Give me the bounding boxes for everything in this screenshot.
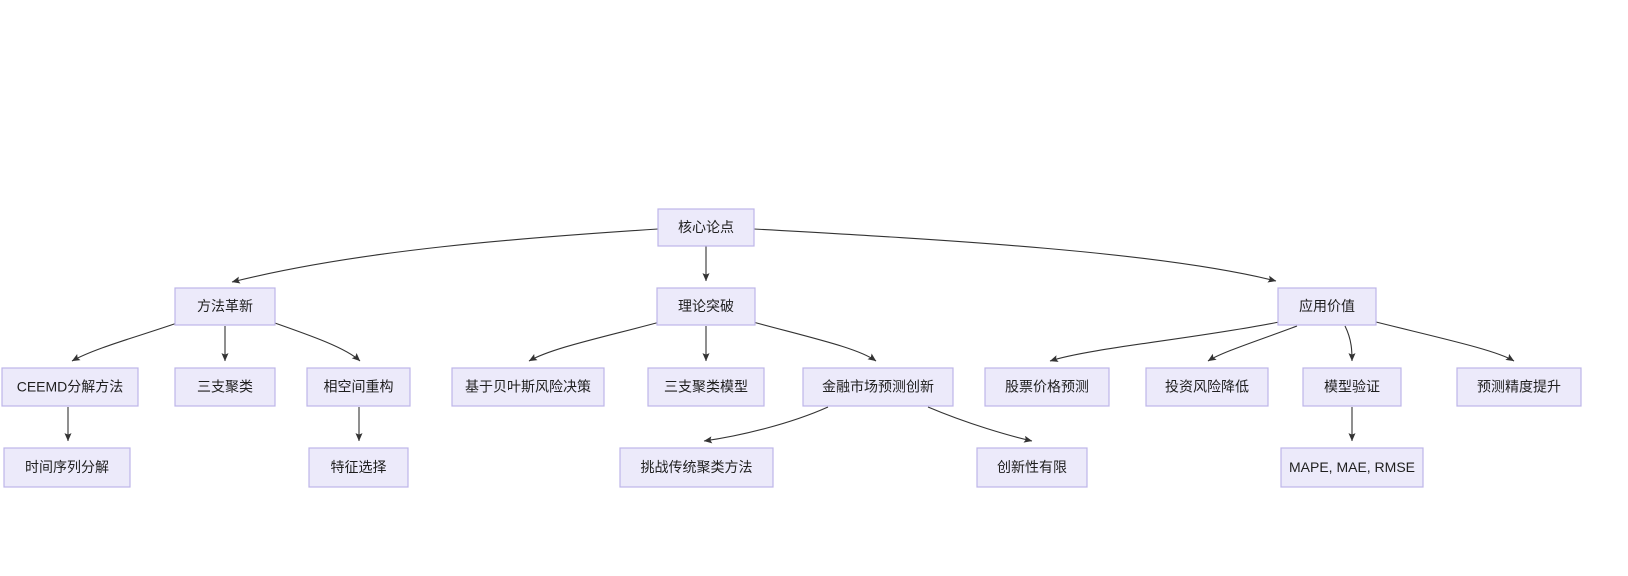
node-box[interactable]	[647, 367, 765, 407]
flow-edge-n1-n4	[71, 321, 181, 362]
flow-node-n17[interactable]: 创新性有限	[976, 447, 1088, 488]
node-box[interactable]	[1456, 367, 1582, 407]
node-box[interactable]	[1277, 287, 1377, 326]
node-box[interactable]	[174, 287, 276, 326]
node-box[interactable]	[3, 447, 131, 488]
flow-edge-n2-n7	[528, 321, 661, 362]
flow-node-n15[interactable]: 特征选择	[308, 447, 409, 488]
flow-edge-n3-n11	[1207, 325, 1298, 362]
node-box[interactable]	[1280, 447, 1424, 488]
flow-node-n10[interactable]: 股票价格预测	[984, 367, 1110, 407]
node-box[interactable]	[984, 367, 1110, 407]
flow-edge-n9-n17	[927, 406, 1033, 443]
node-box[interactable]	[656, 287, 756, 326]
flow-node-n9[interactable]: 金融市场预测创新	[802, 367, 954, 407]
node-box[interactable]	[1302, 367, 1402, 407]
node-box[interactable]	[1145, 367, 1269, 407]
node-box[interactable]	[802, 367, 954, 407]
node-box[interactable]	[619, 447, 774, 488]
node-box[interactable]	[306, 367, 411, 407]
flow-node-n6[interactable]: 相空间重构	[306, 367, 411, 407]
flow-node-n3[interactable]: 应用价值	[1277, 287, 1377, 326]
flow-node-n8[interactable]: 三支聚类模型	[647, 367, 765, 407]
edge-layer	[64, 228, 1515, 444]
node-box[interactable]	[174, 367, 276, 407]
flow-node-n11[interactable]: 投资风险降低	[1145, 367, 1269, 407]
flow-edge-n0-n3	[753, 228, 1277, 283]
flow-node-n5[interactable]: 三支聚类	[174, 367, 276, 407]
flow-node-n2[interactable]: 理论突破	[656, 287, 756, 326]
flow-node-n7[interactable]: 基于贝叶斯风险决策	[451, 367, 605, 407]
flow-node-n18[interactable]: MAPE, MAE, RMSE	[1280, 447, 1424, 488]
node-box[interactable]	[976, 447, 1088, 488]
flow-edge-n3-n13	[1375, 321, 1515, 362]
flow-edge-n3-n10	[1049, 321, 1280, 362]
node-box[interactable]	[1, 367, 139, 407]
flow-node-n1[interactable]: 方法革新	[174, 287, 276, 326]
flow-node-n4[interactable]: CEEMD分解方法	[1, 367, 139, 407]
flow-node-n14[interactable]: 时间序列分解	[3, 447, 131, 488]
flow-node-n16[interactable]: 挑战传统聚类方法	[619, 447, 774, 488]
flow-node-n0[interactable]: 核心论点	[657, 208, 755, 247]
flow-edge-n0-n1	[231, 228, 659, 284]
flow-edge-n1-n6	[271, 321, 361, 362]
flow-node-n13[interactable]: 预测精度提升	[1456, 367, 1582, 407]
node-layer: 核心论点方法革新 理论突破 应用价值 CEEMD分解方法三支聚类相空间重构基于贝叶斯风…	[1, 208, 1582, 488]
node-box[interactable]	[308, 447, 409, 488]
flow-edge-n2-n9	[752, 321, 877, 362]
flow-edge-n3-n12	[1344, 325, 1356, 362]
node-box[interactable]	[657, 208, 755, 247]
flow-node-n12[interactable]: 模型验证	[1302, 367, 1402, 407]
flow-edge-n9-n16	[703, 406, 829, 444]
node-box[interactable]	[451, 367, 605, 407]
